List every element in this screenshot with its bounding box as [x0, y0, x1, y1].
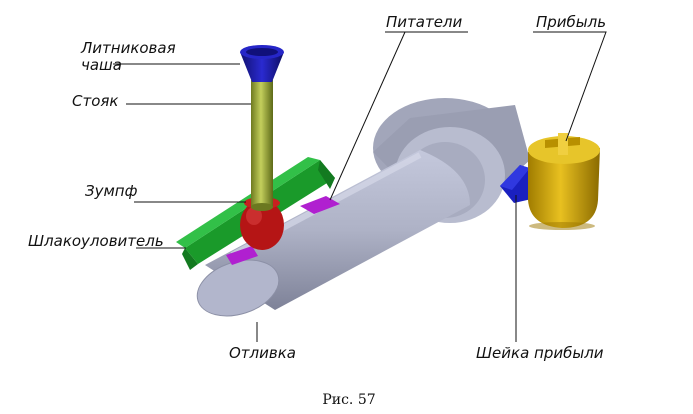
leader-lines	[113, 31, 607, 342]
sprue	[251, 80, 273, 211]
riser	[528, 133, 600, 230]
label-sump: Зумпф	[85, 182, 138, 200]
label-gates: Питатели	[386, 13, 463, 31]
casting	[196, 98, 530, 317]
leader-gates-2	[329, 31, 406, 201]
label-riser-neck: Шейка прибыли	[476, 344, 604, 362]
label-slag-trap: Шлакоуловитель	[28, 232, 164, 250]
leader-riser	[533, 31, 607, 142]
pouring-cup	[240, 45, 284, 82]
label-riser: Прибыль	[536, 13, 606, 31]
label-pouring-cup-line2: чаша	[81, 56, 122, 74]
label-casting: Отливка	[229, 344, 296, 362]
labels: Литниковая чаша Стояк Зумпф Шлакоуловите…	[28, 13, 606, 408]
label-sprue: Стояк	[72, 92, 118, 110]
gates	[226, 196, 340, 265]
label-pouring-cup-line1: Литниковая	[80, 39, 176, 57]
figure-caption: Рис. 57	[322, 392, 375, 408]
